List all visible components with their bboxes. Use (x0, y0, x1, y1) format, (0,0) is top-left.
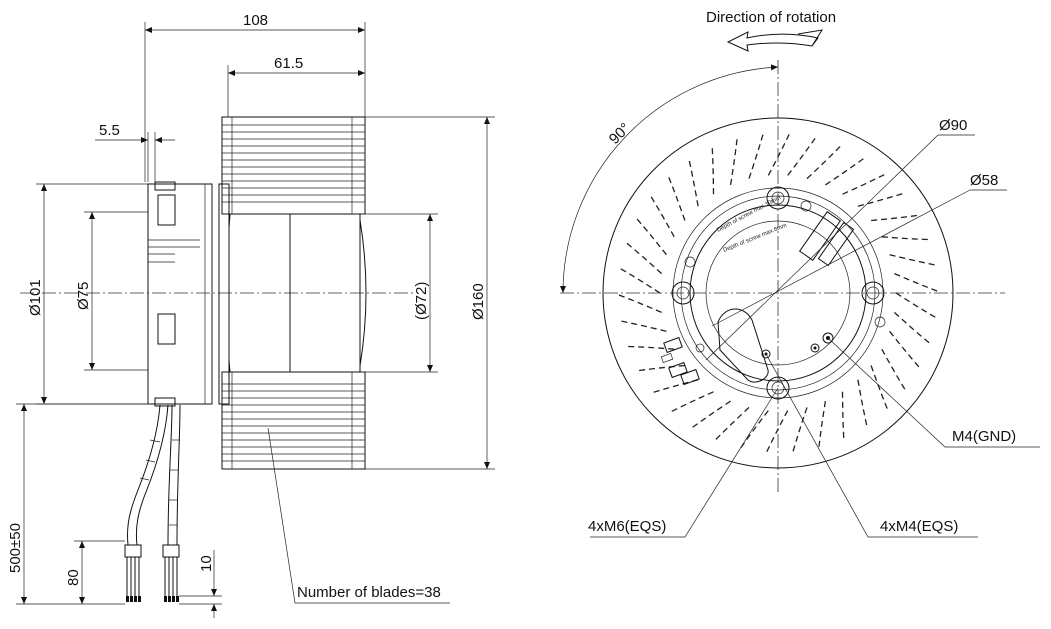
side-view: 108 61.5 5.5 Ø101 Ø75 (Ø72) Ø160 (7, 12, 495, 618)
dim-dia-72: (Ø72) (413, 282, 430, 320)
front-view: Direction of rotation 90° (559, 9, 1040, 538)
impeller-bottom (221, 371, 366, 470)
impeller-blade (713, 406, 750, 443)
impeller-blade (894, 273, 941, 293)
label-m6-eqs: 4xM6(EQS) (588, 518, 666, 535)
impeller-blade (689, 400, 731, 430)
hub-ring (218, 183, 230, 405)
rotor-cap (359, 219, 367, 367)
impeller-blade (764, 410, 789, 455)
impeller-blade (881, 236, 931, 241)
dim-width-wheel: 61.5 (274, 55, 303, 72)
dim-width-total: 108 (243, 12, 268, 29)
impeller-blade (624, 240, 663, 275)
housing-lug-top (157, 194, 176, 226)
housing-tab-bottom (154, 397, 176, 407)
impeller-blade (635, 364, 685, 372)
impeller-blade (615, 293, 662, 313)
impeller-blade (625, 345, 675, 350)
impeller-blade (889, 254, 938, 267)
impeller-outer-ring (602, 117, 954, 469)
impeller-blade (842, 172, 888, 195)
impeller-blade (618, 319, 667, 332)
impeller-blade (787, 135, 818, 176)
dim-flange: 5.5 (99, 122, 120, 139)
impeller-top (221, 116, 366, 215)
impeller-blade (895, 292, 939, 320)
dim-dia-160: Ø160 (470, 283, 487, 320)
terminal-blocks (660, 336, 700, 386)
impeller-blade (649, 193, 675, 238)
connector-stubs (798, 211, 855, 267)
inner-holes (695, 332, 834, 359)
impeller-blade (871, 214, 921, 222)
dim-cable-length: 500±50 (7, 523, 24, 573)
housing-tab-top (154, 181, 176, 191)
impeller-blade (857, 379, 868, 429)
impeller-blade (748, 131, 765, 179)
impeller-blade (791, 407, 808, 455)
motor-face (689, 204, 867, 382)
impeller-blades (615, 131, 941, 455)
label-m4-gnd: M4(GND) (952, 428, 1016, 445)
impeller-blade (893, 311, 932, 346)
impeller-blade (870, 365, 890, 412)
label-m4-eqs: 4xM4(EQS) (880, 518, 958, 535)
impeller-blade (881, 348, 907, 393)
impeller-blade (806, 143, 843, 180)
impeller-blade (668, 391, 714, 414)
dim-dia-90: Ø90 (939, 117, 967, 134)
screw-bosses (671, 186, 886, 400)
dim-dia-58: Ø58 (970, 172, 998, 189)
rotation-arrow (726, 31, 819, 52)
rotation-arrow-tail (797, 29, 824, 47)
housing-lug (157, 313, 176, 345)
dim-strip-80: 80 (65, 569, 82, 586)
impeller-blade (688, 157, 699, 207)
impeller-blade (738, 410, 769, 451)
angle-label: 90° (606, 120, 634, 148)
impeller-blade (729, 136, 739, 186)
impeller-blade (825, 156, 867, 186)
impeller-blade (767, 131, 792, 176)
impeller-blade (666, 174, 686, 221)
impeller-blade (711, 144, 715, 195)
impeller-blade (817, 400, 827, 450)
impeller-blade (889, 330, 922, 370)
rotation-label: Direction of rotation (706, 9, 836, 26)
cables (124, 404, 181, 602)
dim-strip-10: 10 (198, 555, 215, 572)
impeller-blade (617, 266, 661, 294)
impeller-blade (634, 216, 667, 256)
blades-note: Number of blades=38 (297, 584, 441, 601)
impeller-blade (841, 391, 845, 442)
dim-dia-75: Ø75 (75, 282, 92, 310)
dim-dia-101: Ø101 (27, 279, 44, 316)
cable-slot (717, 308, 769, 383)
impeller-blade (857, 192, 906, 207)
